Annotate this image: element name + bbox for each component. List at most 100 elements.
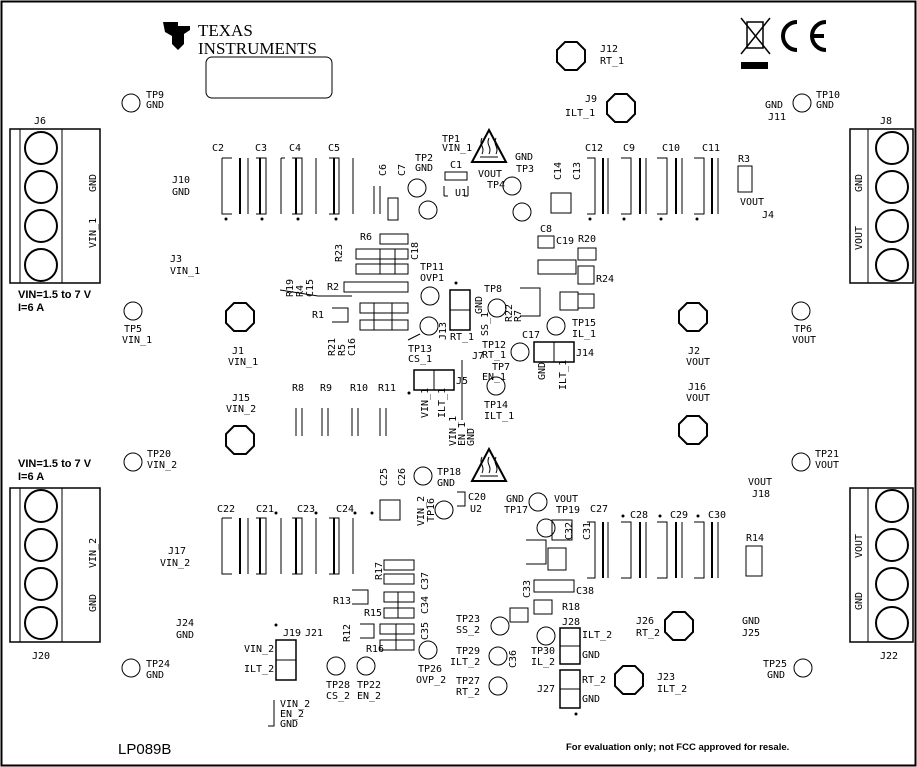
r21-label: R21 — [327, 338, 338, 356]
c4-label: C4 — [289, 143, 301, 154]
tp17-pad[interactable] — [528, 492, 548, 512]
j18-signal: VOUT — [748, 477, 772, 488]
j19-signal-b: ILT_2 — [244, 664, 274, 675]
tp13-pad[interactable] — [419, 316, 439, 336]
tp9-pad[interactable] — [121, 93, 141, 113]
tp24-label: TP24 — [146, 659, 170, 670]
tp24-pad[interactable] — [121, 658, 141, 678]
j17-signal: VIN_2 — [160, 558, 190, 569]
tp22-pad[interactable] — [356, 656, 376, 676]
j28-header[interactable] — [559, 627, 581, 665]
tp16-pad[interactable] — [434, 500, 454, 520]
j15-pad[interactable] — [225, 425, 255, 455]
j8-label: J8 — [880, 116, 892, 127]
tp5-pad[interactable] — [123, 301, 143, 321]
r6-label: R6 — [360, 232, 372, 243]
j21-label: J21 — [305, 628, 323, 639]
j26-pad[interactable] — [664, 611, 694, 641]
tp21-pad[interactable] — [791, 452, 811, 472]
tp2-pad[interactable] — [407, 178, 427, 198]
tp4-label: TP4 — [487, 180, 505, 191]
tp15-pad[interactable] — [546, 316, 566, 336]
tp14-pad[interactable] — [486, 376, 506, 396]
tp28-pad[interactable] — [326, 656, 346, 676]
j8-screw-2[interactable] — [875, 170, 909, 204]
j28-signal-a: ILT_2 — [582, 630, 612, 641]
tp18-pad[interactable] — [413, 466, 433, 486]
tp25-pad[interactable] — [793, 658, 813, 678]
j20-screw-3[interactable] — [24, 567, 58, 601]
tp6-signal: VOUT — [792, 335, 816, 346]
j14-header[interactable] — [533, 341, 575, 363]
tp3-pad[interactable] — [502, 176, 522, 196]
j25-label: J25 — [742, 628, 760, 639]
j6-screw-2[interactable] — [24, 170, 58, 204]
c21-label: C21 — [256, 504, 274, 515]
j1-signal: VIN_1 — [228, 357, 258, 368]
j6-screw-4[interactable] — [24, 248, 58, 282]
j20-screw-2[interactable] — [24, 528, 58, 562]
j22-screw-3[interactable] — [875, 567, 909, 601]
j6-screw-3[interactable] — [24, 209, 58, 243]
tp29-label: TP29 — [456, 646, 480, 657]
j5-header[interactable] — [413, 369, 455, 391]
tp19-signal: VOUT — [554, 494, 578, 505]
j20-screw-4[interactable] — [24, 606, 58, 640]
j22-screw-1[interactable] — [875, 489, 909, 523]
j20-screw-1[interactable] — [24, 489, 58, 523]
j11-label: J11 — [768, 112, 786, 123]
j22-screw-4[interactable] — [875, 606, 909, 640]
j23-signal: ILT_2 — [657, 684, 687, 695]
tp8-pad[interactable] — [487, 298, 507, 318]
tp11-pad[interactable] — [420, 286, 440, 306]
j13-header[interactable] — [449, 289, 471, 331]
j8-screw-3[interactable] — [875, 209, 909, 243]
tp30-pad[interactable] — [536, 626, 556, 646]
c27-label: C27 — [590, 504, 608, 515]
r14-label: R14 — [746, 533, 764, 544]
j9-pad[interactable] — [606, 93, 636, 123]
j22-screw-2[interactable] — [875, 528, 909, 562]
tp12-pad[interactable] — [510, 342, 530, 362]
r12-label: R12 — [342, 624, 353, 642]
j20-terminal-block — [9, 487, 101, 643]
vin-spec-1-current: I=6 A — [18, 302, 44, 314]
tp1-pad[interactable] — [418, 200, 438, 220]
tp22-signal: EN_2 — [357, 691, 381, 702]
j12-signal: RT_1 — [600, 56, 624, 67]
j24-signal: GND — [176, 630, 194, 641]
j23-pad[interactable] — [614, 665, 644, 695]
j19-header[interactable] — [275, 639, 297, 681]
j8-terminal-block — [849, 128, 914, 284]
c8-label: C8 — [540, 224, 552, 235]
j26-label: J26 — [636, 616, 654, 627]
j1-pad[interactable] — [225, 302, 255, 332]
j8-screw-1[interactable] — [875, 131, 909, 165]
tp20-pad[interactable] — [123, 452, 143, 472]
j2-pad[interactable] — [678, 302, 708, 332]
c6-label: C6 — [378, 164, 389, 176]
j12-pad[interactable] — [556, 41, 586, 71]
tp22-label: TP22 — [357, 680, 381, 691]
j8-screw-4[interactable] — [875, 248, 909, 282]
output-caps-lower — [587, 521, 719, 579]
tp10-pad[interactable] — [792, 93, 812, 113]
j16-pad[interactable] — [678, 415, 708, 445]
tp6-pad[interactable] — [791, 301, 811, 321]
tp20-label: TP20 — [147, 449, 171, 460]
c23-label: C23 — [297, 504, 315, 515]
tp19-pad[interactable] — [536, 518, 556, 538]
j6-screw-1[interactable] — [24, 131, 58, 165]
tp4-pad[interactable] — [512, 202, 532, 222]
j13-signal: RT_1 — [450, 332, 474, 343]
j27-header[interactable] — [559, 669, 581, 709]
c5-label: C5 — [328, 143, 340, 154]
tp27-pad[interactable] — [488, 676, 508, 696]
tp29-pad[interactable] — [488, 646, 508, 666]
tp6-label: TP6 — [794, 324, 812, 335]
tp23-pad[interactable] — [490, 616, 510, 636]
tp26-pad[interactable] — [418, 640, 438, 660]
j2-signal: VOUT — [686, 357, 710, 368]
c17-label: C17 — [522, 330, 540, 341]
r19-label: R19 — [285, 279, 296, 297]
